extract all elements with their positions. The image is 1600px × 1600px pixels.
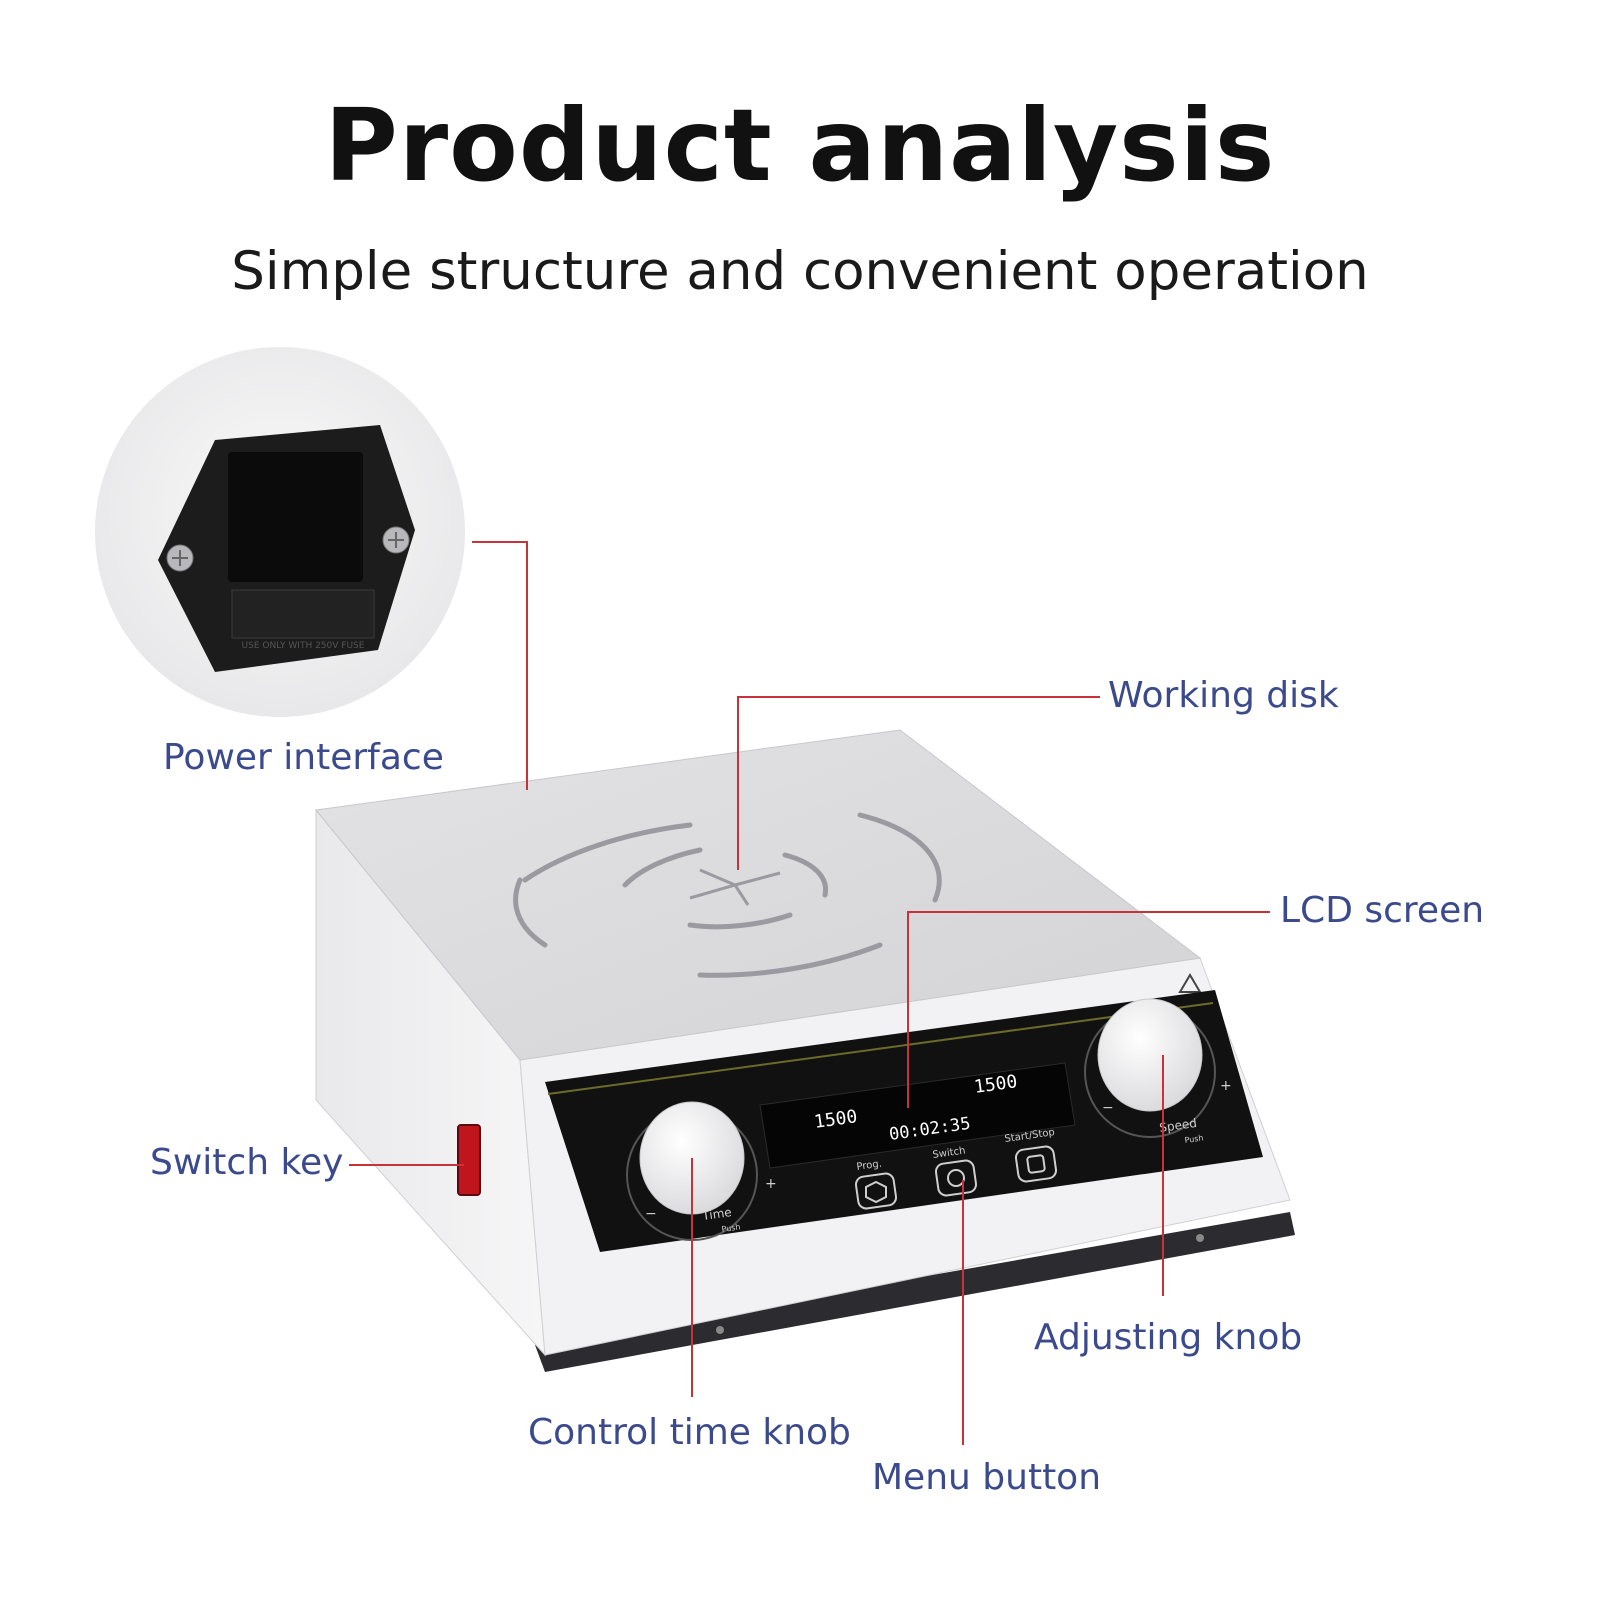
- center-mark-icon: [689, 868, 781, 906]
- label-menu-button: Menu button: [872, 1457, 1102, 1498]
- switch-button[interactable]: Switch: [932, 1145, 978, 1197]
- callout-line-working-disk: [737, 696, 1100, 870]
- speed-label: Speed: [1158, 1116, 1197, 1135]
- prog-label: Prog.: [856, 1159, 883, 1173]
- speed-plus: +: [1220, 1078, 1232, 1094]
- speed-push-label: Push: [1184, 1133, 1204, 1145]
- stirrer-device: 1500 1500 00:02:35 Prog. Switch Start/St…: [315, 729, 1295, 1372]
- power-interface-inset: USE ONLY WITH 250V FUSE: [95, 347, 465, 717]
- lcd-screen: [759, 1062, 1076, 1169]
- switch-label: Switch: [932, 1145, 966, 1160]
- device-base: [535, 1212, 1295, 1372]
- fuse-text: USE ONLY WITH 250V FUSE: [242, 641, 365, 651]
- adjusting-knob[interactable]: − + Speed Push: [1084, 998, 1232, 1145]
- prog-icon: [865, 1180, 887, 1204]
- warning-icon: [1178, 973, 1202, 993]
- right-screw-slot: [388, 532, 404, 548]
- speed-minus: −: [1102, 1100, 1114, 1116]
- label-adjusting-knob: Adjusting knob: [1034, 1317, 1303, 1358]
- page-title: Product analysis: [324, 87, 1276, 204]
- time-plus: +: [765, 1176, 777, 1192]
- prog-button-frame[interactable]: [854, 1172, 898, 1210]
- page-subtitle: Simple structure and convenient operatio…: [231, 241, 1369, 302]
- callout-line-power-interface: [472, 541, 528, 790]
- panel-stripe: [547, 1002, 1214, 1095]
- switch-key[interactable]: [457, 1124, 481, 1196]
- label-switch-key: Switch key: [150, 1142, 344, 1183]
- fuse-holder: [231, 589, 375, 639]
- switch-button-frame[interactable]: [934, 1159, 978, 1197]
- start-stop-button-frame[interactable]: [1014, 1145, 1058, 1183]
- device-foot: [1196, 1234, 1204, 1242]
- label-power-interface: Power interface: [163, 737, 444, 778]
- label-lcd-screen: LCD screen: [1280, 890, 1485, 931]
- start-stop-button[interactable]: Start/Stop: [1004, 1127, 1058, 1183]
- prog-button[interactable]: Prog.: [854, 1159, 898, 1210]
- callout-line-lcd-screen: [907, 911, 1270, 1108]
- plate-rings: [513, 812, 942, 978]
- switch-icon: [947, 1169, 965, 1187]
- socket-opening: [228, 452, 363, 582]
- device-foot: [716, 1326, 724, 1334]
- callout-lines: [349, 541, 1270, 1445]
- time-minus: −: [645, 1206, 657, 1222]
- time-push-label: Push: [721, 1222, 741, 1234]
- time-label: Time: [700, 1205, 732, 1223]
- label-working-disk: Working disk: [1108, 675, 1339, 716]
- left-screw-slot: [172, 550, 188, 566]
- label-control-time-knob: Control time knob: [528, 1412, 851, 1453]
- start-stop-icon: [1026, 1154, 1046, 1174]
- working-disk-plate: [315, 729, 1202, 1061]
- speed-knob[interactable]: [1097, 998, 1203, 1112]
